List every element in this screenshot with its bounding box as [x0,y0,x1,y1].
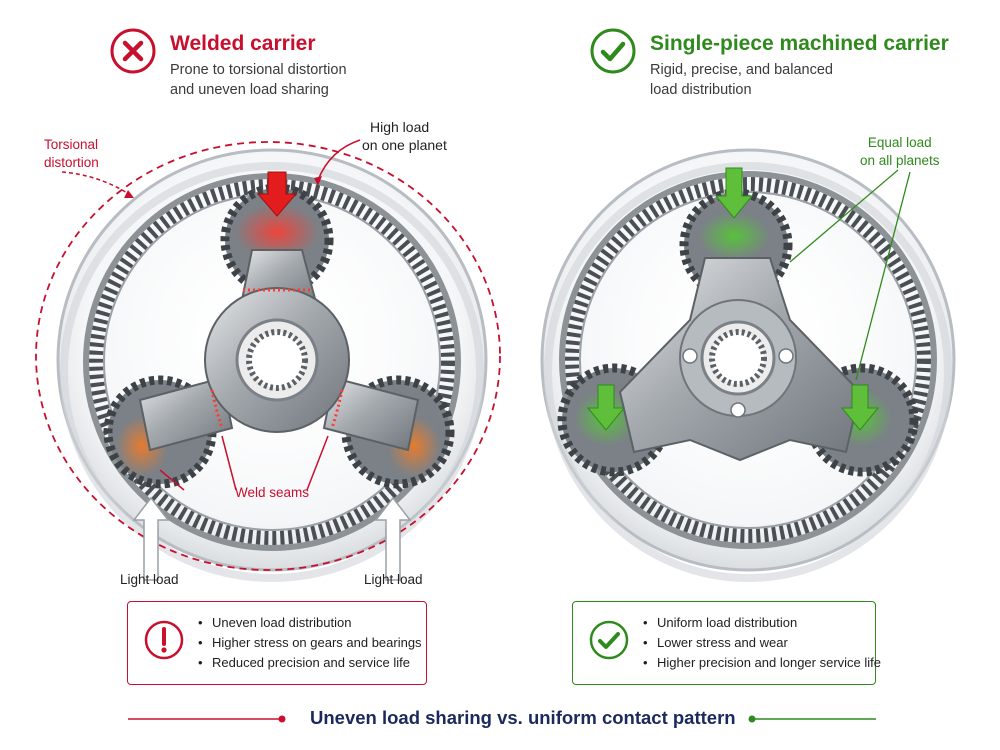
right-subtitle: Rigid, precise, and balanced load distri… [650,62,833,98]
list-item: Higher precision and longer service life [643,653,881,673]
list-item: Higher stress on gears and bearings [198,633,422,653]
weld-leader-line-2 [306,435,329,491]
right-summary-box: Uniform load distribution Lower stress a… [572,601,881,685]
list-item: Lower stress and wear [643,633,881,653]
high-load-arrow-icon [256,171,298,217]
left-ring-gear-teeth [89,179,455,545]
right-title: Single-piece machined carrier [650,32,949,55]
list-item: Uneven load distribution [198,613,422,633]
light-load-arrow-right-icon [374,496,412,581]
equal-load-leader-line-2 [855,171,911,381]
equal-load-arrow-top-icon [714,167,754,219]
left-carrier-arm-left [138,376,234,452]
torsional-leader-line [61,171,133,197]
equal-load-arrow-left-icon [586,384,626,431]
weld-seams-label: Weld seams [235,485,310,500]
equal-load-leader-line-1 [789,169,899,263]
right-gear-assembly [540,148,956,582]
left-title: Welded carrier [170,32,316,55]
left-weld-seam-2 [330,389,344,429]
left-summary-list: Uneven load distribution Higher stress o… [198,613,422,673]
equal-load-arrow-right-icon [840,384,880,431]
torsional-distortion-outline [35,141,501,571]
list-item: Uniform load distribution [643,613,881,633]
list-item: Reduced precision and service life [198,653,422,673]
equal-load-label: Equal load on all planets [860,135,940,168]
exclamation-circle-icon [144,620,184,660]
check-circle-icon [590,28,636,74]
weld-leader-line-1 [221,435,237,491]
light-load-left-label: Light load [120,572,179,587]
left-summary-box: Uneven load distribution Higher stress o… [127,601,427,685]
right-spline-bore [709,329,767,387]
torsional-distortion-label: Torsional distortion [44,137,99,170]
check-circle-icon [589,620,629,660]
high-load-leader-line [317,139,361,181]
left-weld-seam-1 [210,389,224,429]
x-circle-icon [110,28,156,74]
right-ring-gear-teeth [565,177,931,543]
light-load-arrow-left-icon [132,496,170,581]
left-subtitle: Prone to torsional distortion and uneven… [170,62,347,98]
footer-title: Uneven load sharing vs. uniform contact … [310,707,736,728]
light-load-right-label: Light load [364,572,423,587]
right-summary-list: Uniform load distribution Lower stress a… [643,613,881,673]
left-gear-assembly [35,139,501,582]
left-spline-bore [246,329,308,391]
right-ring-gear [559,171,937,549]
high-load-label: High load on one planet [362,119,447,153]
